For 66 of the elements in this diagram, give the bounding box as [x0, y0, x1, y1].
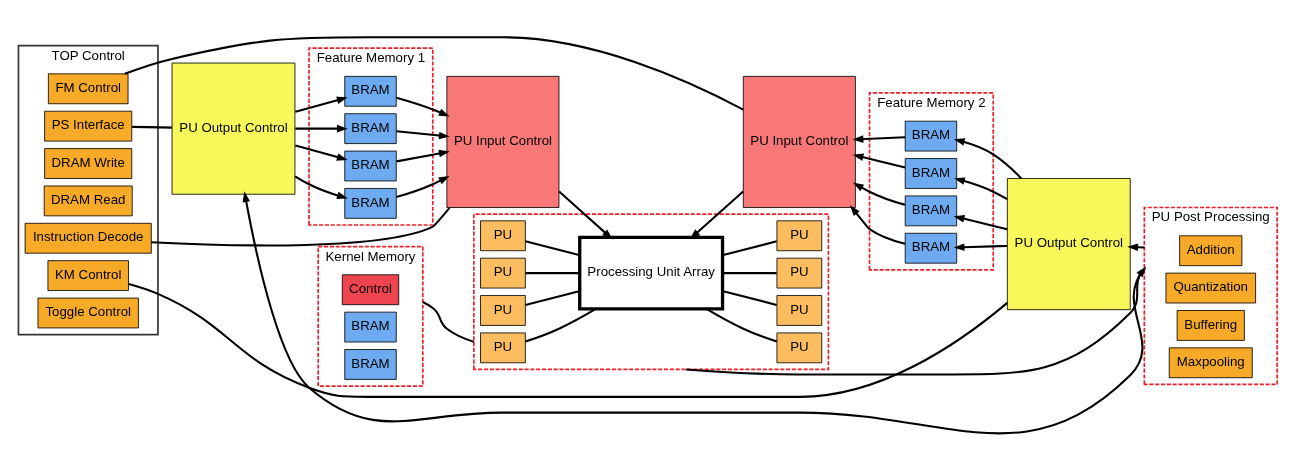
node-box: PU — [480, 219, 526, 251]
connector — [128, 282, 1008, 398]
node-box: BRAM — [904, 195, 958, 226]
connector — [705, 307, 778, 343]
node-box: PU — [480, 332, 526, 363]
arrow — [852, 153, 906, 168]
connector — [722, 289, 777, 306]
node-box: KM Control — [47, 259, 129, 291]
node-box: Buffering — [1176, 309, 1245, 341]
node-box: BRAM — [904, 232, 958, 264]
node-box: FM Control — [47, 72, 129, 104]
arrow — [953, 242, 1008, 251]
node-box: PU — [776, 294, 823, 326]
arrow — [295, 143, 348, 161]
arrow — [852, 181, 906, 206]
arrow — [953, 176, 1008, 200]
connector — [525, 307, 597, 343]
node-box: PU — [776, 332, 823, 363]
node-box: DRAM Read — [43, 185, 133, 216]
arrow — [295, 124, 348, 132]
arrow — [396, 129, 450, 139]
connector — [151, 206, 451, 246]
arrow — [953, 137, 1022, 179]
node-box: PS Interface — [44, 110, 133, 142]
node-box: BRAM — [344, 150, 397, 181]
arrow — [396, 175, 450, 198]
node-box: Control — [341, 273, 400, 305]
node-box: BRAM — [344, 348, 397, 380]
arrow — [396, 96, 450, 116]
node-box: BRAM — [344, 311, 397, 342]
arrow — [689, 190, 744, 239]
arrow — [953, 214, 1008, 230]
node-box: PU — [776, 257, 823, 288]
connector — [525, 271, 580, 274]
node-box: BRAM — [904, 157, 958, 189]
node-box: Processing Unit Array — [578, 235, 725, 310]
node-box: BRAM — [344, 187, 397, 219]
node-box: Instruction Decode — [24, 222, 152, 254]
cluster — [473, 212, 830, 370]
node-box: BRAM — [344, 112, 397, 144]
connector — [525, 289, 580, 306]
connector — [422, 300, 475, 343]
arrow — [850, 204, 906, 245]
arrow — [396, 149, 450, 162]
node-box: DRAM Write — [44, 147, 133, 179]
node-box: BRAM — [344, 75, 397, 107]
node-box: PU Output Control — [171, 62, 296, 195]
connector — [525, 239, 580, 256]
arrow — [558, 190, 613, 239]
connector — [132, 125, 172, 129]
arrow — [294, 174, 348, 199]
node-box: BRAM — [904, 120, 958, 151]
node-box: PU Output Control — [1006, 177, 1131, 310]
node-box: Maxpooling — [1168, 346, 1253, 378]
node-box: PU — [480, 294, 526, 326]
arrow — [852, 134, 906, 143]
node-box: PU Input Control — [742, 75, 856, 208]
connector — [722, 271, 777, 274]
node-box: PU Input Control — [446, 75, 560, 208]
node-box: Quantization — [1165, 272, 1256, 303]
node-box: PU — [480, 257, 526, 288]
connector — [722, 239, 777, 256]
node-box: Toggle Control — [37, 297, 139, 328]
arrow — [295, 96, 348, 113]
node-box: Addition — [1179, 234, 1243, 266]
node-box: PU — [776, 219, 823, 251]
